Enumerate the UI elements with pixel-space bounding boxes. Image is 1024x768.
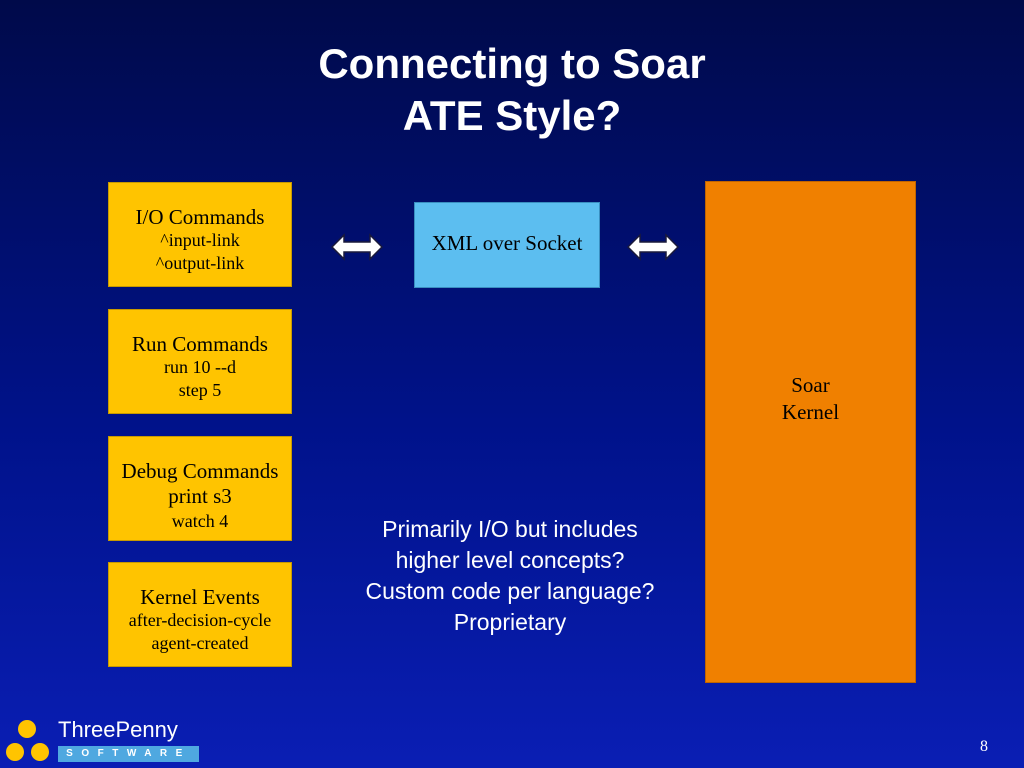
xml-over-socket-box: XML over Socket [414, 202, 600, 288]
box-subline: print s3 [168, 484, 232, 508]
box-heading: Debug Commands [121, 459, 279, 483]
box-subline: ^output-link [155, 253, 245, 273]
box-heading: I/O Commands [135, 205, 265, 229]
run-commands-box: Run Commands run 10 --d step 5 [108, 309, 292, 414]
logo-dot-icon [31, 743, 49, 761]
kernel-events-box: Kernel Events after-decision-cycle agent… [108, 562, 292, 667]
logo-dot-icon [18, 720, 36, 738]
title-line-1: Connecting to Soar [318, 40, 706, 87]
box-subline: ^input-link [160, 230, 240, 250]
box-subline: agent-created [151, 633, 249, 653]
debug-commands-box: Debug Commands print s3 watch 4 [108, 436, 292, 541]
slide-title: Connecting to Soar ATE Style? [0, 38, 1024, 142]
soar-kernel-box: Soar Kernel [705, 181, 916, 683]
logo-dot-icon [6, 743, 24, 761]
kernel-label-line-2: Kernel [781, 400, 840, 424]
logo-brand-text: ThreePenny [58, 717, 178, 742]
note-line: higher level concepts? [395, 547, 625, 573]
box-heading: Kernel Events [140, 585, 260, 609]
double-arrow-icon [330, 233, 384, 261]
box-heading: Run Commands [132, 332, 268, 356]
note-line: Custom code per language? [365, 578, 655, 604]
box-subline: run 10 --d [164, 357, 236, 377]
box-subline: watch 4 [171, 511, 229, 531]
page-number: 8 [980, 738, 988, 755]
note-line: Proprietary [453, 609, 567, 635]
box-subline: step 5 [178, 380, 222, 400]
title-line-2: ATE Style? [402, 92, 622, 139]
note-line: Primarily I/O but includes [382, 516, 638, 542]
xml-box-label: XML over Socket [431, 231, 583, 255]
threepenny-logo: ThreePenny SOFTWARE [0, 712, 210, 768]
double-arrow-icon [626, 233, 680, 261]
notes-text: Primarily I/O but includes higher level … [310, 514, 710, 638]
logo-tagline: SOFTWARE [58, 746, 199, 762]
box-subline: after-decision-cycle [128, 610, 272, 630]
kernel-label-line-1: Soar [791, 373, 830, 397]
io-commands-box: I/O Commands ^input-link ^output-link [108, 182, 292, 287]
